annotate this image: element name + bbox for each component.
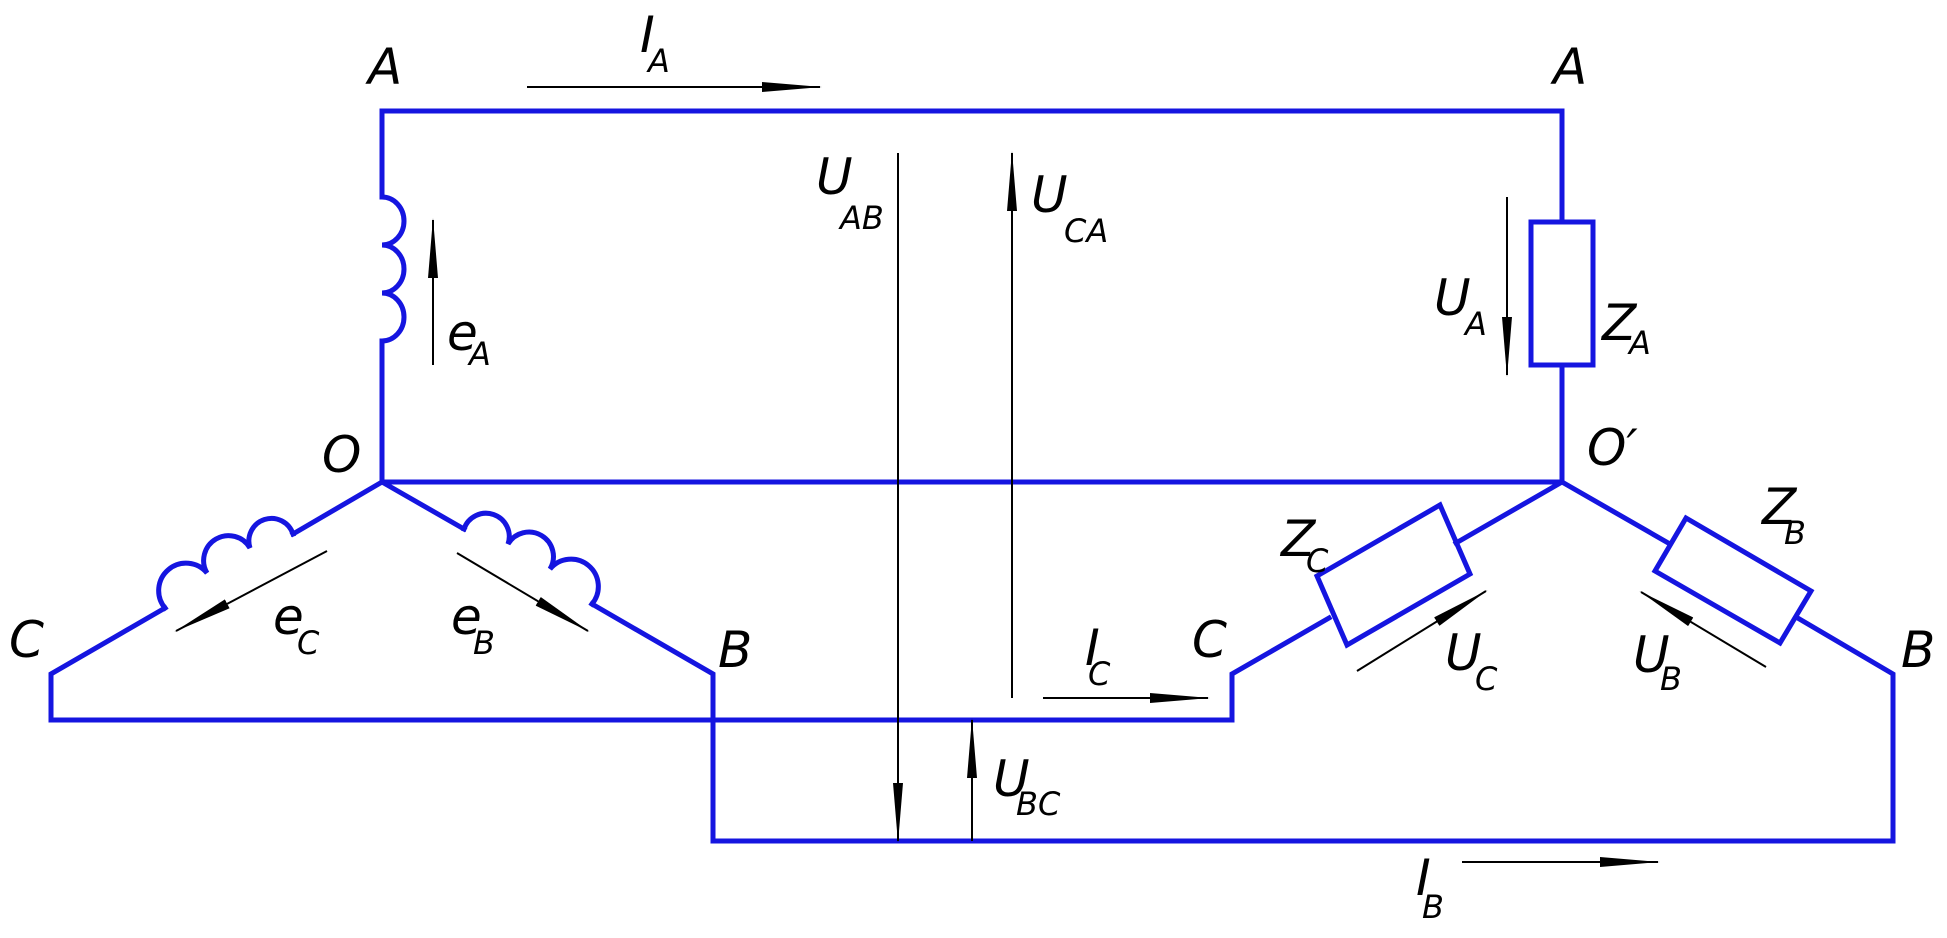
- wiring: [48, 108, 1896, 844]
- label-u-c-main: U: [1445, 624, 1482, 682]
- load-b-upper-lead: [1558, 478, 1674, 548]
- label-u-ca-sub: CA: [1064, 212, 1108, 250]
- node-labels: A A O O′ C B C B: [9, 38, 1935, 679]
- label-z-c-sub: C: [1306, 542, 1329, 580]
- label-u-bc: U BC: [993, 750, 1061, 823]
- label-u-ab-sub: AB: [838, 199, 884, 237]
- label-u-ca: U CA: [1031, 166, 1108, 250]
- load-impedance-b: [1651, 514, 1815, 647]
- load-impedance-c: [1313, 501, 1474, 649]
- label-u-c: U C: [1445, 624, 1498, 698]
- arrow-e-b: [456, 552, 590, 633]
- label-i-c-main: I: [1085, 619, 1100, 677]
- node-label-source-b: B: [718, 621, 752, 679]
- label-z-c: Z C: [1279, 510, 1329, 580]
- source-c-lead-1: [289, 478, 386, 538]
- label-u-ab-main: U: [816, 148, 853, 206]
- label-u-ab: U AB: [816, 148, 884, 237]
- label-z-b-main: Z: [1760, 478, 1798, 536]
- arrow-e-c: [174, 550, 328, 632]
- line-a-wire: [379, 108, 1565, 225]
- source-b-lead-2: [588, 600, 716, 844]
- label-e-c: e C: [273, 588, 320, 662]
- quantity-labels: I A U AB U CA e A U A Z A e C e B: [273, 6, 1806, 926]
- label-e-a-main: e: [447, 304, 478, 362]
- label-z-a-sub: A: [1627, 324, 1651, 362]
- label-u-ca-main: U: [1031, 166, 1068, 224]
- label-u-a-main: U: [1434, 269, 1471, 327]
- label-u-b-main: U: [1633, 626, 1670, 684]
- label-i-b-sub: B: [1422, 888, 1444, 926]
- source-c-lead-2: [48, 604, 1333, 723]
- label-u-bc-sub: BC: [1016, 785, 1061, 823]
- label-e-c-sub: C: [297, 624, 320, 662]
- label-i-a-sub: A: [646, 42, 670, 80]
- node-label-load-c: C: [1192, 611, 1227, 669]
- source-coil-b: [460, 510, 601, 608]
- node-label-load-b: B: [1901, 621, 1935, 679]
- label-u-a: U A: [1434, 269, 1487, 343]
- label-e-c-main: e: [273, 588, 304, 646]
- label-i-c-sub: C: [1088, 655, 1111, 693]
- source-coil-a: [379, 194, 407, 344]
- label-e-b-sub: B: [473, 624, 495, 662]
- label-u-c-sub: C: [1475, 660, 1498, 698]
- node-label-source-neutral: O: [322, 426, 361, 484]
- label-u-a-sub: A: [1463, 305, 1487, 343]
- label-u-bc-main: U: [993, 750, 1030, 808]
- label-z-c-main: Z: [1279, 510, 1317, 568]
- source-b-lead-1: [378, 478, 468, 533]
- label-u-b: U B: [1633, 626, 1682, 698]
- label-i-a: I A: [640, 6, 670, 80]
- load-impedance-a: [1528, 219, 1596, 368]
- source-coil-c: [156, 515, 297, 612]
- label-z-b-sub: B: [1784, 514, 1806, 552]
- node-label-source-a: A: [365, 38, 402, 96]
- label-i-b: I B: [1416, 849, 1444, 926]
- label-i-c: I C: [1085, 619, 1111, 693]
- node-label-load-a: A: [1550, 38, 1587, 96]
- label-z-a-main: Z: [1600, 294, 1638, 352]
- arrow-u-b: [1639, 590, 1767, 668]
- label-e-b-main: e: [451, 588, 482, 646]
- node-label-source-c: C: [9, 611, 44, 669]
- arrow-u-c: [1356, 589, 1488, 672]
- label-e-b: e B: [451, 588, 495, 662]
- annotation-arrows: [174, 82, 1767, 867]
- label-i-b-main: I: [1416, 849, 1431, 907]
- label-e-a: e A: [447, 304, 491, 373]
- label-z-a: Z A: [1600, 294, 1651, 362]
- label-i-a-main: I: [640, 6, 655, 64]
- label-z-b: Z B: [1760, 478, 1806, 552]
- node-label-load-neutral: O′: [1587, 419, 1638, 477]
- label-u-b-sub: B: [1660, 660, 1682, 698]
- label-e-a-sub: A: [467, 335, 491, 373]
- load-b-lower-lead: [710, 613, 1896, 844]
- load-c-upper-lead: [1452, 478, 1566, 547]
